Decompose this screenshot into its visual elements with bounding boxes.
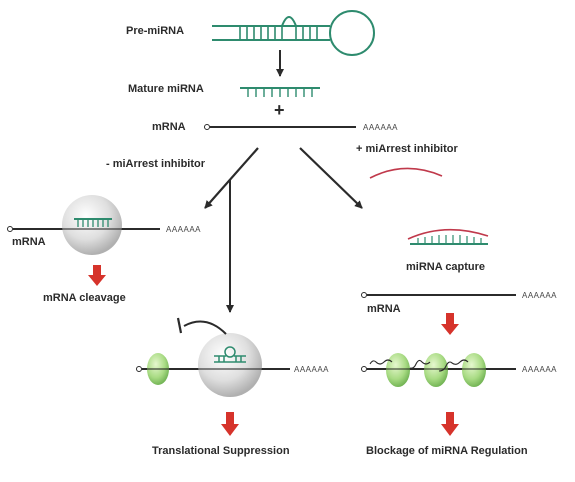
ribosome-icon [462,353,486,387]
captured-mirna-icon [407,228,489,245]
poly-a-tail-top: AAAAAA [363,123,399,132]
mirna-capture-label: miRNA capture [406,261,486,273]
mature-mirna-icon [240,87,320,97]
inhibition-bar-icon [183,320,227,335]
translational-suppression-label: Translational Suppression [152,445,290,457]
plus-sign: + [274,100,285,120]
mrna-strand-right-upper [361,292,516,298]
poly-a-tail-middle: AAAAAA [294,365,330,374]
blockage-label: Blockage of miRNA Regulation [366,445,528,457]
red-down-arrow-icon [441,313,459,335]
poly-a-tail-right-lower: AAAAAA [522,365,558,374]
pre-mirna-label: Pre-miRNA [126,25,185,37]
risc-complex-icon [198,333,262,397]
without-inhibitor-label: - miArrest inhibitor [106,158,206,170]
hairpin-icon [214,346,246,363]
with-inhibitor-label: + miArrest inhibitor [356,143,458,155]
red-down-arrow-icon [88,265,106,286]
mrna-right-label: mRNA [367,303,401,315]
mrna-top-label: mRNA [152,121,186,133]
arrow-icon [204,147,259,209]
pre-mirna-hairpin-icon [212,10,375,56]
ribosome-icon [424,353,448,387]
mrna-left-label: mRNA [12,236,46,248]
mrna-cleavage-label: mRNA cleavage [43,292,126,304]
ribosome-icon [386,353,410,387]
red-down-arrow-icon [221,412,239,436]
mature-mirna-label: Mature miRNA [128,83,204,95]
poly-a-tail-left: AAAAAA [166,225,202,234]
mi-arrest-inhibitor-icon [369,167,443,179]
arrow-icon [299,147,363,209]
poly-a-tail-right-upper: AAAAAA [522,291,558,300]
nascent-peptide-icon [369,359,469,372]
red-down-arrow-icon [441,412,459,436]
risc-complex-icon [62,195,122,255]
bound-mirna-icon [74,218,112,227]
mrna-strand-top [204,124,356,130]
